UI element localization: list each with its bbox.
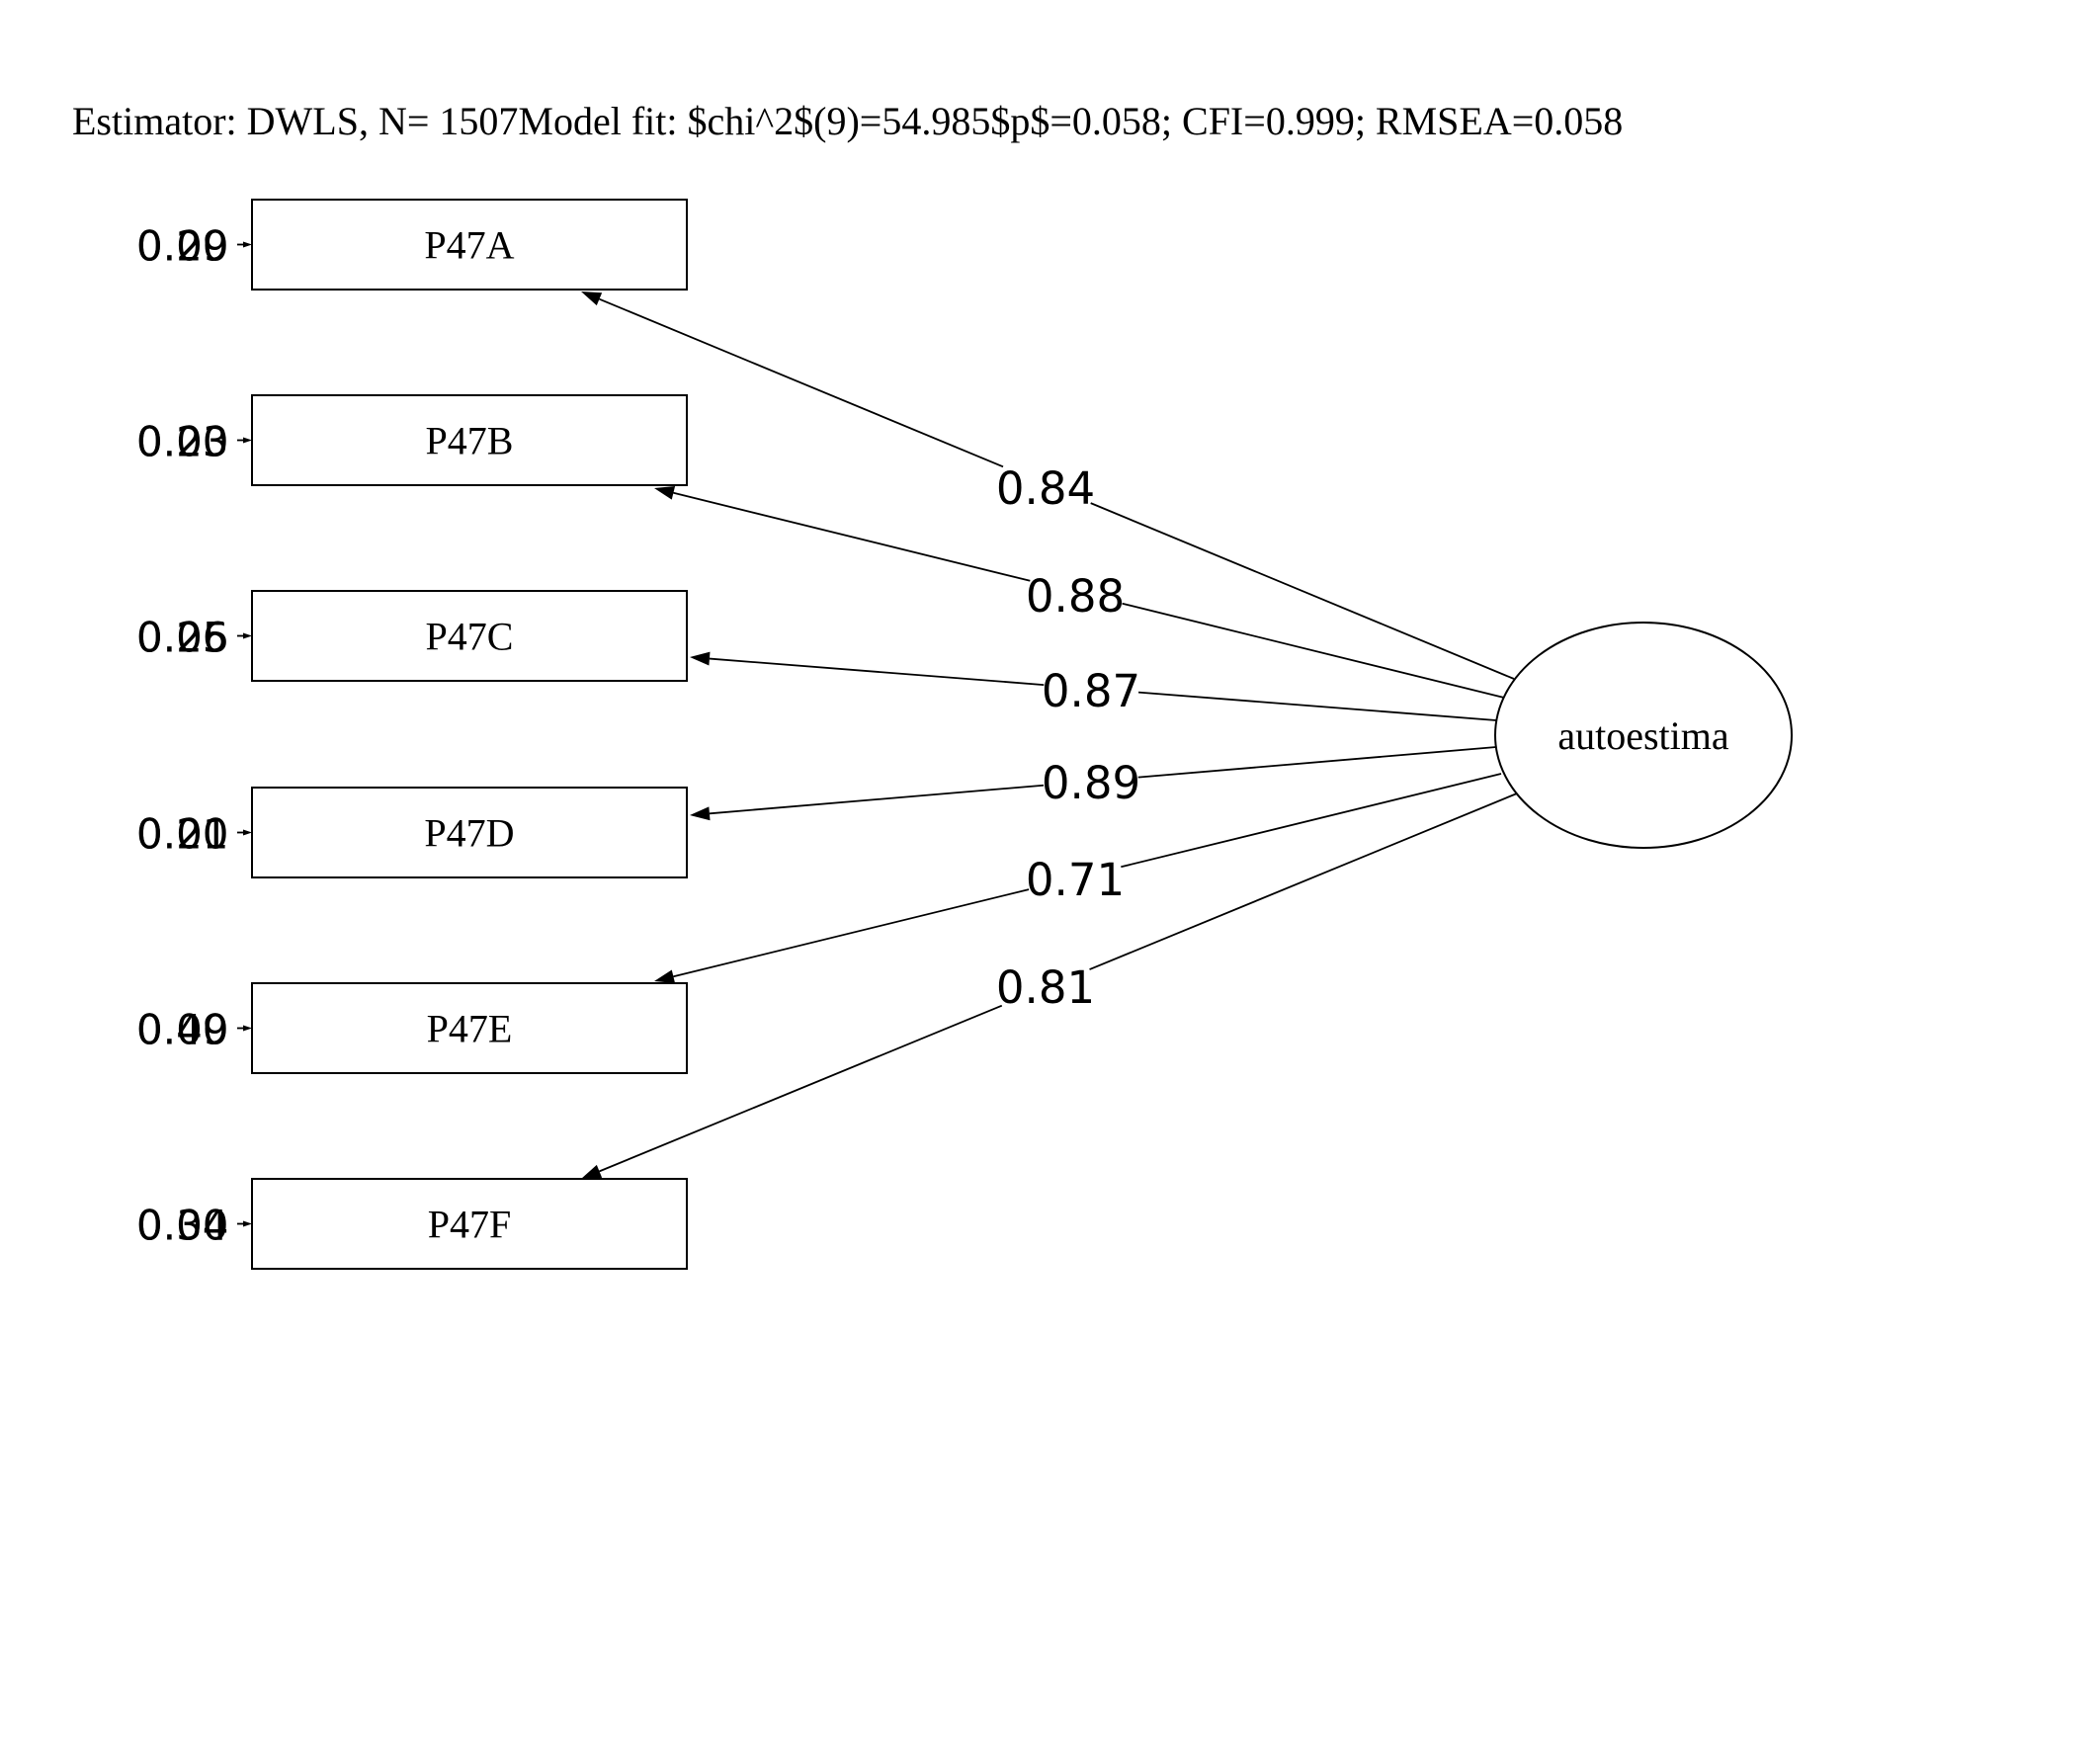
loading-label-p47b: 0.88 xyxy=(1026,570,1125,623)
error-variance-label: 0.29 xyxy=(136,222,229,271)
loading-path-p47b-tail xyxy=(673,491,1031,582)
indicator-box-p47d xyxy=(251,787,688,878)
loading-path-p47b xyxy=(1122,602,1505,699)
error-arrowhead xyxy=(243,829,252,836)
indicator-boxes: P47A0.290.00P47B0.230.00P47C0.250.06P47D… xyxy=(136,199,688,1270)
indicator-box-p47f xyxy=(251,1178,688,1270)
loading-label-p47a: 0.84 xyxy=(996,462,1095,515)
loading-arrowhead xyxy=(654,969,676,984)
loading-arrowhead xyxy=(690,651,711,666)
indicator-box-p47b xyxy=(251,394,688,486)
loading-path-p47c-tail xyxy=(709,657,1045,687)
latent-factor: autoestima xyxy=(1494,622,1793,849)
loading-path-p47a xyxy=(1090,502,1515,680)
loading-path-p47f xyxy=(1089,792,1518,970)
error-variance-label: 0.00 xyxy=(136,1202,229,1250)
error-variance-label: 0.23 xyxy=(136,418,229,466)
error-arrowhead xyxy=(243,437,252,444)
indicator-label-p47d: P47D xyxy=(424,811,514,856)
error-variance-label: 0.34 xyxy=(136,1202,229,1250)
indicator-label-p47a: P47A xyxy=(424,223,514,268)
latent-label: autoestima xyxy=(1557,713,1729,758)
model-fit-title: Estimator: DWLS, N= 1507Model fit: $chi^… xyxy=(72,99,1623,143)
error-variance-label: 0.06 xyxy=(136,614,229,662)
error-arrowhead xyxy=(243,1220,252,1227)
loading-arrowhead xyxy=(654,485,676,500)
error-variance-label: 0.25 xyxy=(136,614,229,662)
error-variance-label: 0.49 xyxy=(136,1006,229,1054)
loading-label-p47d: 0.89 xyxy=(1042,757,1140,809)
loading-path-p47e-tail xyxy=(673,888,1030,978)
error-arrowhead xyxy=(243,241,252,248)
loading-path-p47d xyxy=(1137,746,1497,779)
loading-paths: 0.84 0.88 0.87 0.89 0.71 0.81 xyxy=(581,292,1518,1179)
latent-ellipse xyxy=(1494,622,1793,849)
loading-path-p47e xyxy=(1121,773,1502,869)
error-arrowhead xyxy=(243,632,252,639)
loading-label-p47f: 0.81 xyxy=(996,961,1095,1014)
indicator-box-p47e xyxy=(251,982,688,1074)
error-variance-label: 0.00 xyxy=(136,810,229,859)
error-variance-label: 0.00 xyxy=(136,1006,229,1054)
error-arrowhead xyxy=(243,1025,252,1032)
indicator-label-p47c: P47C xyxy=(426,615,514,659)
loading-arrowhead xyxy=(690,806,711,821)
error-variance-label: 0.00 xyxy=(136,418,229,466)
loading-arrowhead xyxy=(581,292,603,306)
loading-path-p47d-tail xyxy=(709,784,1045,815)
loading-path-p47f-tail xyxy=(599,1004,1003,1173)
indicator-label-p47b: P47B xyxy=(426,419,514,463)
loading-label-p47c: 0.87 xyxy=(1042,665,1140,717)
error-variance-label: 0.00 xyxy=(136,222,229,271)
indicator-label-p47f: P47F xyxy=(428,1203,512,1247)
loading-path-p47c xyxy=(1137,691,1497,721)
indicator-box-p47a xyxy=(251,199,688,291)
loading-arrowhead xyxy=(581,1164,603,1179)
error-variance-label: 0.21 xyxy=(136,810,229,859)
loading-label-p47e: 0.71 xyxy=(1026,854,1125,906)
indicator-label-p47e: P47E xyxy=(427,1007,513,1051)
loading-path-p47a-tail xyxy=(599,297,1004,468)
